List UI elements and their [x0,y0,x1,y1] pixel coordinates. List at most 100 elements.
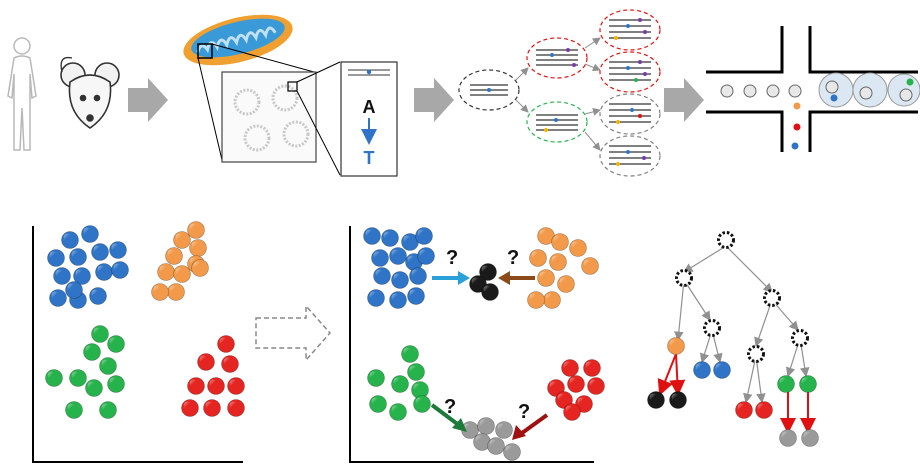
merged-gray-cell-highlight [497,423,506,432]
red-cell-highlight [189,379,198,388]
blue-cell-highlight [75,269,84,278]
green-cell-highlight [109,377,118,386]
question-mark-1: ? [446,247,458,269]
red-cell-highlight [229,401,238,410]
green-cell-highlight [371,397,380,406]
blue-cell-highlight [113,263,122,272]
red-cell-highlight [569,377,578,386]
cell-red-branch [526,37,588,79]
mouse-icon [60,56,120,129]
clusters-plot [45,221,245,419]
tree-edge [755,355,766,404]
tree-blue-node-highlight [715,363,724,372]
process-arrow-3 [664,78,704,122]
blue-cell-highlight [63,233,72,242]
blue-cell-highlight [407,255,416,264]
tree-internal-node [717,231,735,249]
green-cell-highlight [101,359,110,368]
green-cell-highlight [369,371,378,380]
tree-edge [682,245,727,273]
cell-leaf-3 [599,93,661,135]
green-cell-highlight [403,347,412,356]
tree-black-leaf-highlight [649,393,658,402]
blue-cell-highlight [49,251,58,260]
merged-gray-cell-highlight [475,435,484,444]
green-cell-highlight [415,397,424,406]
flow-channel [706,26,920,152]
tree-internal-node [791,329,809,347]
green-cell-highlight [47,371,56,380]
blue-cell-highlight [93,245,102,254]
process-arrow-1 [128,78,168,122]
orange-cell-highlight [529,293,538,302]
green-cell-highlight [101,403,110,412]
tree-edge [743,355,757,404]
blue-cell-highlight [97,265,106,274]
tree-green-node-highlight [779,377,788,386]
red-cell-highlight [199,355,208,364]
cell-green-branch [526,101,588,143]
cell-leaf-1 [599,9,661,51]
blue-cell-highlight [373,251,382,260]
orange-cell-highlight [193,261,202,270]
orange-cell-highlight [169,285,178,294]
clone-lineage-tree [458,9,661,177]
human-silhouette-icon [7,37,37,151]
question-mark-2: ? [507,247,519,269]
orange-cell-highlight [167,249,176,258]
tree-blue-node-highlight [695,363,704,372]
tree-internal-node [763,289,781,307]
green-cell-highlight [87,381,96,390]
blue-cell-highlight [391,293,400,302]
blue-cell-highlight [55,269,64,278]
tree-edge [699,329,713,364]
process-arrow-2 [414,78,454,122]
mutation-panel: A T [340,61,398,177]
orange-cell-highlight [175,267,184,276]
blue-cell-highlight [391,249,400,258]
orange-cell-highlight [191,241,200,250]
merge-arrows [430,271,549,440]
red-cell-highlight [229,379,238,388]
red-cell-highlight [205,401,214,410]
tree-red-leaf-highlight [757,403,766,412]
blue-cell-highlight [369,291,378,300]
clusters-plot-axes [32,226,243,463]
orange-cell-highlight [551,255,560,264]
blue-cell-highlight [83,227,92,236]
tree-edge [754,299,773,348]
orange-cell-highlight [159,265,168,274]
blue-cell-highlight [403,235,412,244]
blue-cell-highlight [375,269,384,278]
merge-plot [363,227,605,461]
green-cell-highlight [409,365,418,374]
merged-gray-cell-highlight [479,419,488,428]
blue-cell-highlight [383,231,392,240]
blue-cell-highlight [51,291,60,300]
merged-gray-cell-highlight [489,439,498,448]
blue-cell-highlight [71,250,80,259]
cell-leaf-4 [599,135,661,177]
red-cell-highlight [577,397,586,406]
green-cell-highlight [85,345,94,354]
tree-edge [657,353,677,396]
orange-cell-highlight [531,251,540,260]
tree-orange-node-highlight [669,339,678,348]
tree-red-leaf-highlight [737,403,746,412]
blue-cell-highlight [365,229,374,238]
tree-edge [674,279,685,342]
hierarchy-tree [647,231,819,447]
blue-cell-highlight [393,273,402,282]
red-cell-highlight [585,361,594,370]
red-cell-highlight [223,357,232,366]
green-cell-highlight [67,403,76,412]
orange-cell-highlight [559,277,568,286]
tree-edge [683,279,711,322]
merged-black-cell-highlight [483,285,492,294]
green-cell-highlight [71,371,80,380]
tree-edge [669,353,686,396]
red-cell-highlight [565,405,574,414]
blue-cell-highlight [409,289,418,298]
merged-gray-cell-highlight [505,445,514,454]
